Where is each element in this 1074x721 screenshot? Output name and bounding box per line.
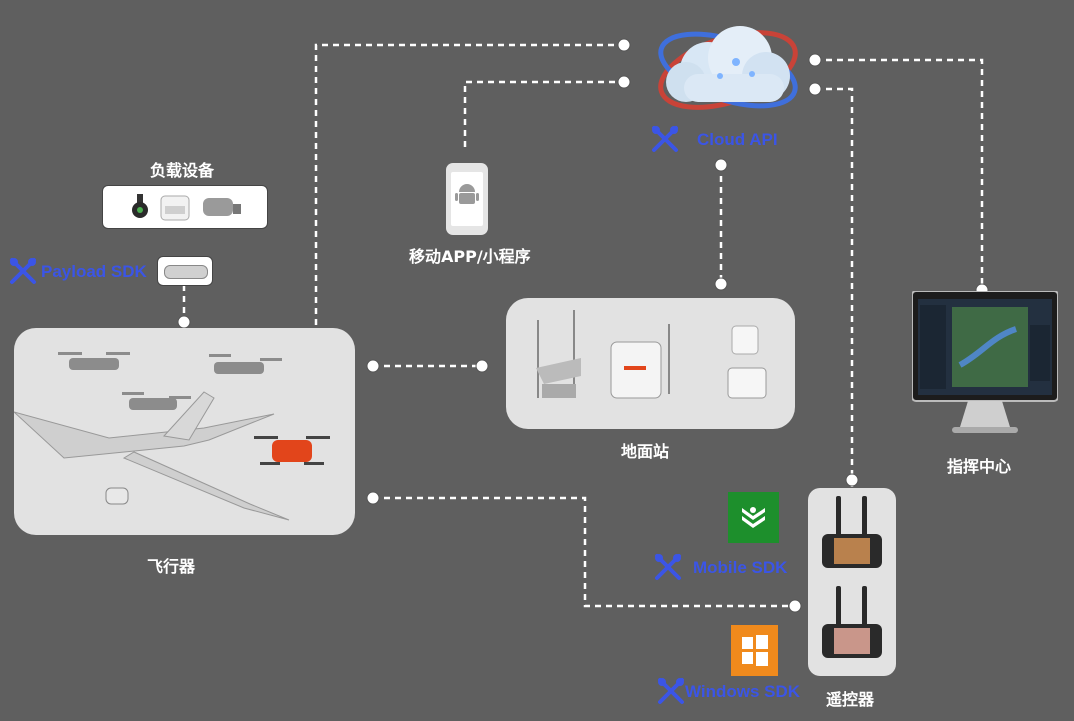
aircraft-label: 飞行器 — [147, 557, 196, 576]
mobile-sdk-label: Mobile SDK — [693, 558, 788, 577]
tools-icon — [10, 258, 36, 284]
tools-icon — [655, 554, 681, 580]
usb-c-connector-icon — [157, 256, 213, 286]
ground-station-box — [506, 298, 795, 429]
payload-sdk-label: Payload SDK — [41, 262, 147, 281]
remote-controller-label: 遥控器 — [826, 690, 875, 709]
windows-sdk-label: Windows SDK — [685, 682, 801, 701]
remote-controller-images — [822, 496, 882, 658]
ground-station-images — [536, 310, 767, 399]
mobile-sdk-badge-icon — [728, 492, 779, 543]
windows-logo-icon — [731, 625, 778, 676]
connector-aircraft-cloud — [314, 43, 624, 347]
connector-cloud-commandcenter — [815, 58, 984, 290]
command-center-label: 指挥中心 — [947, 457, 1012, 476]
monitor-icon — [911, 290, 1059, 435]
android-phone-icon — [446, 163, 488, 235]
remote-controller-box — [808, 488, 896, 676]
mobile-app-label: 移动APP/小程序 — [409, 247, 531, 266]
payload-devices-panel — [102, 185, 268, 229]
aircraft-box — [13, 328, 355, 535]
tools-icon — [652, 126, 678, 152]
connector-aircraft-remote — [373, 496, 795, 608]
aircraft-images — [13, 352, 330, 521]
cloud-icon — [658, 26, 798, 110]
tools-icon — [658, 678, 684, 704]
payload-devices-images — [132, 194, 241, 221]
ground-station-label: 地面站 — [621, 442, 670, 461]
cloud-api-label: Cloud API — [697, 130, 778, 149]
connector-cloud-remote — [815, 87, 854, 492]
connector-app-cloud — [463, 80, 624, 147]
cloud-node — [648, 12, 808, 120]
payload-label: 负载设备 — [150, 161, 215, 180]
